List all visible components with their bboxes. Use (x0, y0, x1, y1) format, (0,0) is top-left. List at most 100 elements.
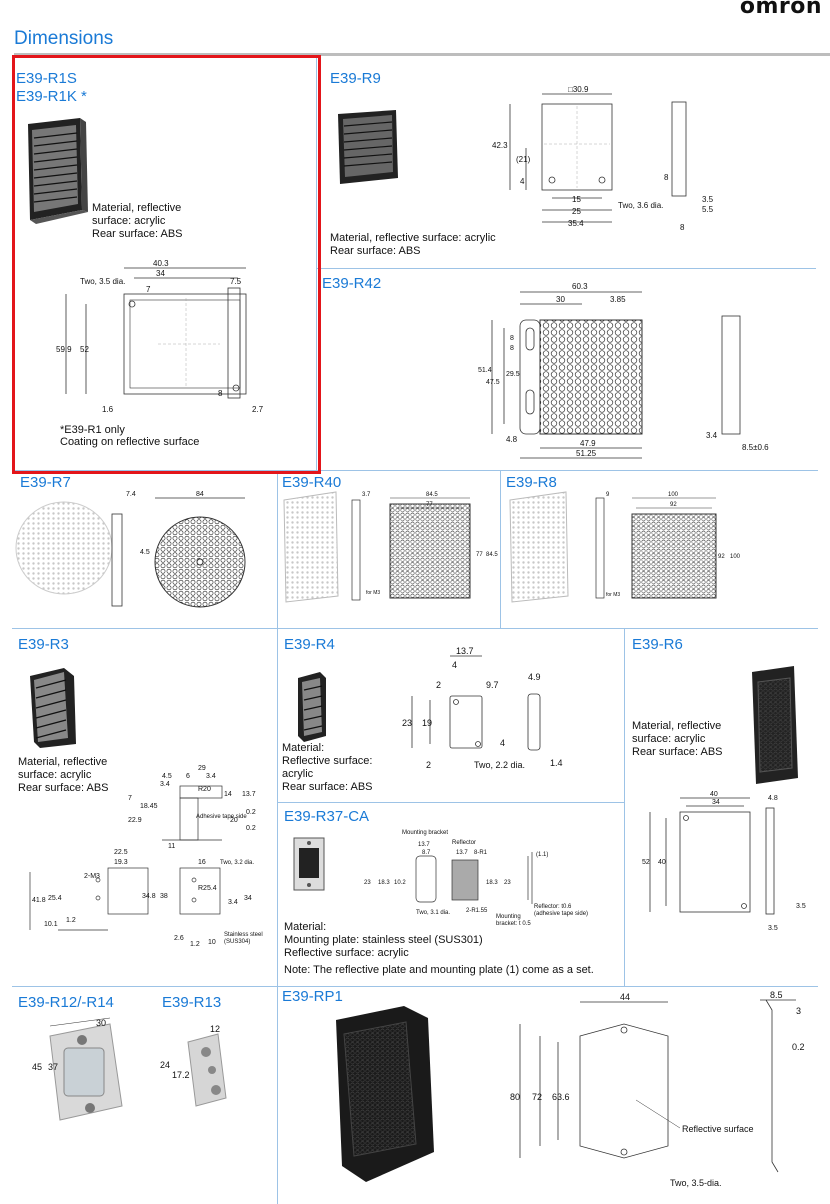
material-line: Reflective surface: acrylic (284, 947, 409, 959)
svg-text:8.5: 8.5 (770, 990, 783, 1000)
svg-text:40: 40 (658, 859, 666, 866)
dim-label: 7.5 (230, 277, 242, 286)
svg-text:19.3: 19.3 (114, 859, 128, 866)
svg-text:52: 52 (642, 859, 650, 866)
svg-text:0.2: 0.2 (246, 809, 256, 816)
section-title-r12: E39-R12/-R14 (18, 994, 114, 1011)
divider (500, 470, 501, 628)
dim-label: 47.5 (486, 379, 500, 386)
dim-label: 8 (510, 345, 514, 352)
dimension-drawing-r8: 100 92 92 100 9 for M3 (509, 491, 741, 603)
product-photo-r6 (752, 666, 798, 784)
dim-label: Two, 3.6 dia. (618, 201, 663, 210)
svg-text:2-M3: 2-M3 (84, 873, 100, 880)
material-line: Rear surface: ABS (282, 781, 373, 793)
svg-text:3: 3 (796, 1006, 801, 1016)
dimension-drawing-r1s: 40.3 34 Two, 3.5 dia. 7 59.9 52 8 1.6 7.… (56, 259, 264, 414)
dimension-drawing-r4: 13.7 4 2 9.7 4.9 23 19 4 2 Two, 2.2 dia.… (402, 646, 563, 770)
material-line: Rear surface: ABS (92, 228, 183, 240)
section-title-r37: E39-R37-CA (284, 808, 370, 825)
svg-text:4.5: 4.5 (162, 773, 172, 780)
svg-text:0.2: 0.2 (792, 1042, 805, 1052)
dim-label: 77 (476, 552, 483, 558)
dim-label: 3.7 (362, 492, 371, 498)
dimension-drawing-r9: □30.9 42.3 (21) 4 15 25 35.4 Two, 3.6 di… (492, 85, 714, 232)
product-photo-r9 (338, 110, 398, 184)
svg-text:4.9: 4.9 (528, 672, 541, 682)
product-photo-r1s (28, 118, 88, 224)
dim-label: 29.5 (506, 371, 520, 378)
svg-text:bracket: t 0.5: bracket: t 0.5 (496, 921, 531, 927)
svg-text:Mounting bracket: Mounting bracket (402, 830, 448, 836)
svg-text:Two, 3.1 dia.: Two, 3.1 dia. (416, 910, 450, 916)
svg-text:4.8: 4.8 (768, 795, 778, 802)
section-title-r4: E39-R4 (284, 636, 335, 653)
divider (277, 628, 278, 1204)
svg-text:20: 20 (230, 817, 238, 824)
divider (12, 986, 818, 987)
svg-text:38: 38 (160, 893, 168, 900)
dim-label: 51.25 (576, 449, 597, 458)
section-title-r6: E39-R6 (632, 636, 683, 653)
dim-label-group: 40 34 52 40 4.8 3.5 3.5 (642, 791, 806, 932)
omron-logo: omron (739, 0, 822, 19)
svg-text:(SUS304): (SUS304) (224, 939, 250, 945)
svg-text:7: 7 (128, 795, 132, 802)
product-photo-r3 (30, 668, 76, 748)
svg-text:25.4: 25.4 (48, 895, 62, 902)
dim-label: 34 (156, 269, 165, 278)
dim-label: 15 (572, 195, 581, 204)
divider (12, 628, 818, 629)
svg-text:R25.4: R25.4 (198, 885, 217, 892)
dim-label: 52 (80, 345, 89, 354)
svg-text:22.5: 22.5 (114, 849, 128, 856)
svg-text:18.3: 18.3 (486, 880, 498, 886)
svg-text:Two, 2.2 dia.: Two, 2.2 dia. (474, 760, 525, 770)
dimension-drawing-r42: 60.3 30 3.85 8 8 29.5 51.4 47.5 4.8 47.9… (478, 282, 769, 459)
dim-label: 3.5 (702, 195, 714, 204)
section-title-r1s: E39-R1S (16, 70, 77, 87)
svg-text:4: 4 (452, 660, 457, 670)
dim-label: 35.4 (568, 219, 584, 228)
dimension-drawing-r6: 40 34 52 40 4.8 3.5 3.5 (642, 791, 806, 932)
dim-label: 37 (48, 1062, 58, 1072)
dim-label: 92 (718, 554, 725, 560)
title-rule (14, 53, 830, 56)
dim-label: 3.4 (706, 431, 718, 440)
section-title-r42: E39-R42 (322, 275, 382, 292)
svg-text:1.4: 1.4 (550, 758, 563, 768)
dim-label: 8.5±0.6 (742, 443, 769, 452)
material-line: Material: (284, 921, 327, 933)
dimension-drawing-r3: 29 4.5 6 3.4 3.4 R20 14 13.7 7 18.45 0.2… (29, 765, 263, 948)
divider (277, 470, 278, 628)
svg-text:Reflective surface: Reflective surface (682, 1124, 754, 1134)
svg-text:2: 2 (436, 680, 441, 690)
svg-text:18.3: 18.3 (378, 880, 390, 886)
svg-text:23: 23 (364, 880, 371, 886)
divider (624, 628, 625, 986)
svg-text:4: 4 (500, 738, 505, 748)
dimension-drawing-r40: 84.5 77 77 84.5 3.7 for M3 (283, 491, 498, 603)
svg-text:23: 23 (504, 880, 511, 886)
product-photo-r37 (293, 837, 325, 891)
dim-label: 92 (670, 502, 677, 508)
svg-text:2-R1.55: 2-R1.55 (466, 908, 488, 914)
svg-text:40: 40 (710, 791, 718, 798)
svg-text:3.4: 3.4 (206, 773, 216, 780)
svg-text:34: 34 (712, 799, 720, 806)
svg-text:13.7: 13.7 (456, 850, 468, 856)
dim-label: 51.4 (478, 367, 492, 374)
svg-text:Two, 3.5-dia.: Two, 3.5-dia. (670, 1178, 722, 1188)
material-line: Rear surface: ABS (632, 746, 723, 758)
svg-text:3.5: 3.5 (796, 903, 806, 910)
material-line: Material, reflective (18, 756, 108, 768)
svg-text:0.2: 0.2 (246, 825, 256, 832)
svg-text:Stainless steel: Stainless steel (224, 932, 263, 938)
dim-label: 12 (210, 1024, 220, 1034)
svg-text:10.1: 10.1 (44, 921, 58, 928)
svg-text:34: 34 (244, 895, 252, 902)
svg-text:3.4: 3.4 (228, 899, 238, 906)
dim-label: 25 (572, 207, 581, 216)
svg-text:44: 44 (620, 992, 630, 1002)
svg-text:10.2: 10.2 (394, 880, 406, 886)
